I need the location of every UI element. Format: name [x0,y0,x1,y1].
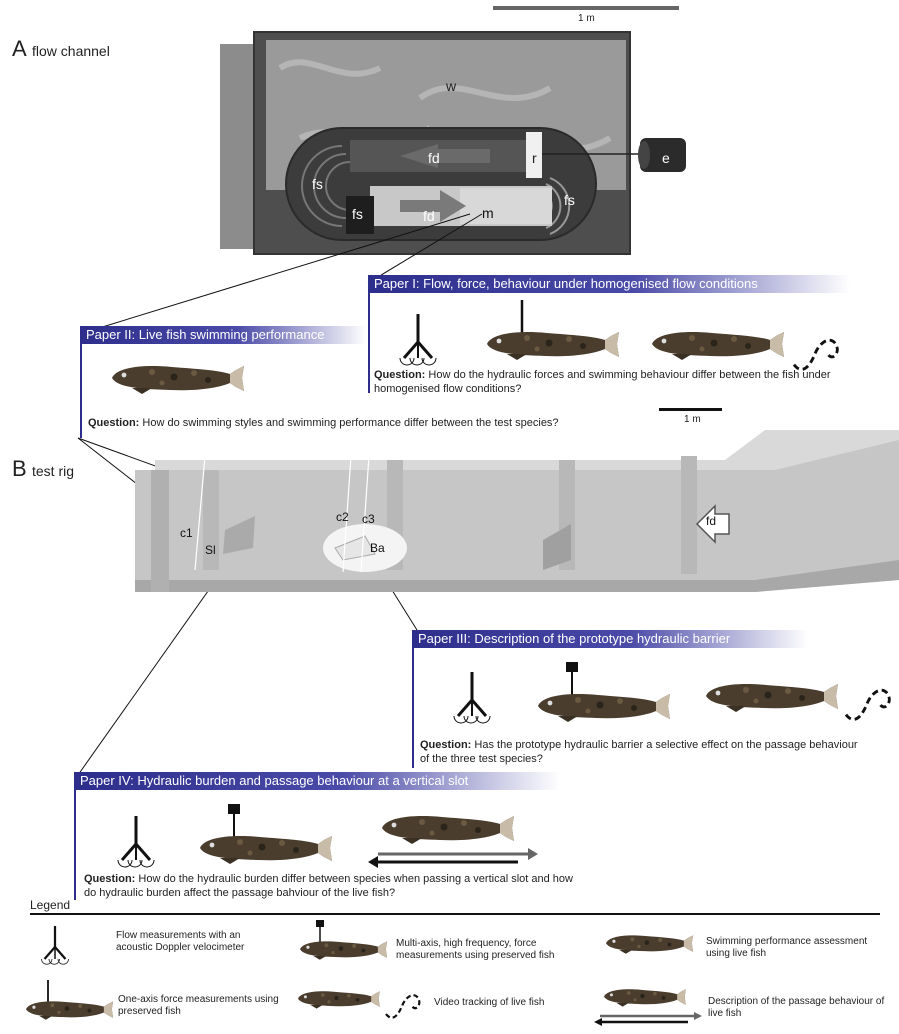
rig-label-c3: c3 [362,512,375,526]
scale-label-middle: 1 m [684,414,701,425]
rig-baffle-1 [203,470,219,570]
paper2-frame [80,326,82,438]
camera-line-c1 [194,455,206,571]
connector-m-paper2 [85,213,471,333]
paper2-title: Paper II: Live fish swimming performance [80,326,366,344]
legend-rule [30,913,880,915]
paper3-multi-axis-fish-icon [538,662,670,722]
paper4-passage-arrows-icon [368,816,538,868]
rig-fd-arrow [695,504,730,544]
connector-sl-paper4 [77,559,231,776]
rig-bottom-wall-right [755,560,899,592]
paper2-question: Question: How do swimming styles and swi… [88,417,559,429]
legend-text-adv: Flow measurements with an acoustic Doppl… [116,930,245,953]
legend-text-live-fish: Swimming performance assessment using li… [706,936,868,959]
camera-line-c2 [342,455,352,573]
fd-arrow-bottom [400,190,466,222]
rig-left-end [151,470,169,592]
engine-face [638,141,650,169]
paper3-video-tracking-icon [844,688,891,721]
paper1-frame [368,275,370,393]
paper1-question: Question: How do the hydraulic forces an… [374,369,831,395]
scale-bar-top [493,6,679,10]
panel-a-letter: A [12,36,27,61]
paper4-multi-axis-fish-icon [200,804,332,864]
legend-live-fish-icon [606,935,694,954]
legend-video-tracking-icon [298,991,421,1019]
label-m: m [482,205,494,221]
rig-label-ba: Ba [370,541,385,555]
panel-b-label: test rig [32,463,75,479]
label-fs-left: fs [312,176,323,192]
paper1-one-axis-fish-icon [487,300,619,360]
rotor-box [526,132,542,178]
rig-baffle-4 [681,456,697,574]
rig-label-sl: Sl [205,543,216,557]
paper3-adv-icon [452,672,492,724]
test-rig-illustration [135,430,899,592]
scale-bar-middle [659,408,722,411]
legend-multi-axis-fish-icon [300,920,388,960]
rig-vertical-slot [223,516,255,554]
fs-box [346,196,374,234]
rig-bottom-wall [135,580,755,592]
rig-label-c1: c1 [180,526,193,540]
legend-text-passage: Description of the passage behaviour of … [708,996,885,1019]
panel-b-letter: B [12,456,27,481]
engine [640,138,686,172]
rig-top-wall [155,430,899,478]
label-e: e [662,150,670,166]
label-fs-box: fs [352,206,363,222]
legend-one-axis-fish-icon [26,980,114,1020]
paper1-adv-icon [398,314,438,366]
water-ripples [278,59,612,153]
fd-arrow-top [400,144,490,168]
hydraulic-barrier [334,535,376,561]
legend-title: Legend [30,898,71,912]
paper4-title: Paper IV: Hydraulic burden and passage b… [74,772,560,790]
paper3-title: Paper III: Description of the prototype … [412,630,808,648]
rig-deflector [543,524,571,570]
paper4-question: Question: How do the hydraulic burden di… [84,873,573,899]
paper1-video-tracking-icon [792,338,839,371]
paper3-question: Question: Has the prototype hydraulic ba… [420,739,858,765]
rig-label-fd: fd [706,514,717,528]
paper3-frame [412,630,414,768]
scale-label-top: 1 m [578,13,595,24]
connector-m-paper1 [367,213,483,284]
panel-a-label: flow channel [32,43,110,59]
camera-line-c3 [360,455,370,573]
paper1-live-fish-icon [652,332,784,360]
rig-label-c2: c2 [336,510,349,524]
legend-text-one-axis: One-axis force measurements using preser… [118,994,279,1017]
label-w: w [446,78,457,94]
flow-straightener-left [301,145,351,227]
label-r: r [532,150,537,166]
paper2-live-fish-icon [112,366,244,394]
legend-text-video-tracking: Video tracking of live fish [434,997,545,1008]
label-fs-right: fs [564,192,575,208]
paper1-title: Paper I: Flow, force, behaviour under ho… [368,275,850,293]
paper3-live-fish-icon [706,684,838,712]
label-fd-bottom: fd [423,208,435,224]
legend-adv-icon [40,926,70,966]
legend-text-multi-axis: Multi-axis, high frequency, force measur… [396,938,555,961]
paper4-frame [74,772,76,900]
label-fd-top: fd [428,150,440,166]
legend-passage-arrows-icon [594,989,702,1026]
flow-channel-illustration [220,31,686,255]
paper4-adv-icon [116,816,156,868]
